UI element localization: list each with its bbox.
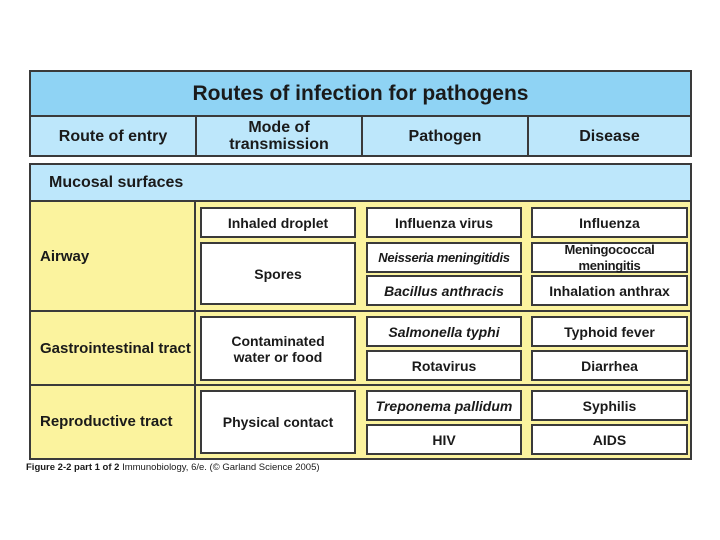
disease-cell: Syphilis xyxy=(531,390,688,421)
disease-cell: Diarrhea xyxy=(531,350,688,381)
column-divider xyxy=(194,202,196,460)
disease-cell: Typhoid fever xyxy=(531,316,688,347)
route-reproductive-tract: Reproductive tract xyxy=(40,412,173,430)
pathogen-cell: Neisseria meningitidis xyxy=(366,242,522,273)
pathogen-cell: Bacillus anthracis xyxy=(366,275,522,306)
figure-number: Figure 2-2 part 1 of 2 xyxy=(26,462,120,473)
pathogen-cell: Treponema pallidum xyxy=(366,390,522,421)
pathogen-cell: Influenza virus xyxy=(366,207,522,238)
mode-cell: Spores xyxy=(200,242,356,305)
pathogen-cell: Rotavirus xyxy=(366,350,522,381)
mode-cell: Physical contact xyxy=(200,390,356,454)
disease-cell: AIDS xyxy=(531,424,688,455)
pathogen-cell: HIV xyxy=(366,424,522,455)
header-disease: Disease xyxy=(579,127,640,145)
header-pathogen: Pathogen xyxy=(363,117,529,155)
section-mucosal-surfaces: Mucosal surfaces xyxy=(29,163,692,202)
mode-cell: Inhaled droplet xyxy=(200,207,356,238)
disease-cell: Meningococcal meningitis xyxy=(531,242,688,273)
disease-cell: Influenza xyxy=(531,207,688,238)
route-gastrointestinal-tract: Gastrointestinal tract xyxy=(40,339,191,357)
route-airway: Airway xyxy=(40,247,90,265)
column-header-row: Route of entry Mode of transmission Path… xyxy=(29,117,692,157)
row-divider xyxy=(29,384,692,386)
figure-caption: Figure 2-2 part 1 of 2 Immunobiology, 6/… xyxy=(26,462,320,473)
header-route-of-entry: Route of entry xyxy=(31,117,197,155)
header-mode-of-transmission: Mode of transmission xyxy=(197,117,363,155)
mode-cell: Contaminated water or food xyxy=(200,316,356,381)
table-title: Routes of infection for pathogens xyxy=(29,70,692,117)
disease-cell: Inhalation anthrax xyxy=(531,275,688,306)
row-divider xyxy=(29,310,692,312)
figure-source: Immunobiology, 6/e. (© Garland Science 2… xyxy=(122,462,320,473)
pathogen-cell: Salmonella typhi xyxy=(366,316,522,347)
